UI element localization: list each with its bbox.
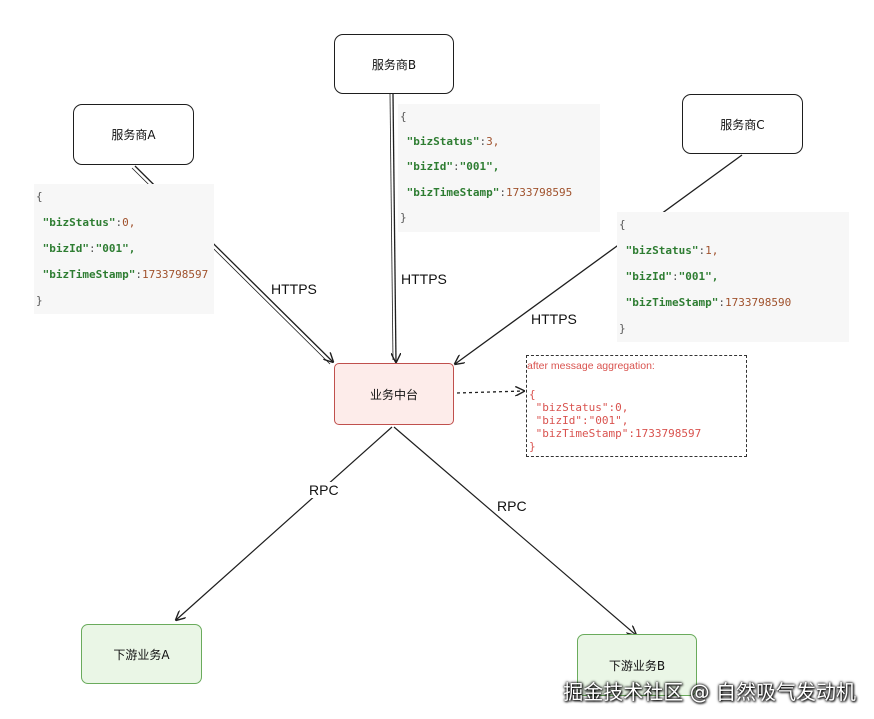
provider-b-label: 服务商B (371, 57, 417, 72)
edge-c-to-hub (455, 154, 743, 364)
downstream-b-label: 下游业务B (608, 658, 666, 673)
payload-b-ts-key: "bizTimeStamp" (406, 186, 500, 199)
provider-c-label: 服务商C (720, 117, 765, 132)
edge-label-https-c: HTTPS (530, 311, 578, 327)
hub-label: 业务中台 (369, 387, 418, 402)
payload-b-id-value: "001", (459, 160, 500, 173)
payload-a-block: { "bizStatus":0, "bizId":"001", "bizTime… (34, 184, 214, 314)
payload-c-ts-key: "bizTimeStamp" (625, 296, 719, 309)
payload-b-block: { "bizStatus":3, "bizId":"001", "bizTime… (398, 104, 600, 232)
payload-b-ts-value: 1733798595 (505, 186, 573, 199)
provider-a-node: 服务商A (73, 104, 194, 165)
payload-a-status-key: "bizStatus" (42, 216, 116, 229)
payload-b-status-value: 3, (486, 135, 500, 148)
edge-label-https-b: HTTPS (400, 271, 448, 287)
aggregation-line-status: "bizStatus":0, (529, 401, 629, 414)
edge-hub-to-downstream-a (176, 426, 393, 620)
edge-label-rpc-a: RPC (308, 482, 340, 498)
payload-b-id-key: "bizId" (406, 160, 453, 173)
watermark: 掘金技术社区 @ 自然吸气发动机 (563, 680, 856, 704)
payload-b-status-key: "bizStatus" (406, 135, 480, 148)
downstream-a-label: 下游业务A (113, 647, 170, 662)
payload-a-id-value: "001", (95, 242, 136, 255)
payload-a-status-value: 0, (122, 216, 136, 229)
payload-a-ts-value: 1733798597 (141, 268, 209, 281)
provider-c-node: 服务商C (682, 94, 803, 154)
downstream-a-node: 下游业务A (81, 624, 202, 684)
provider-b-node: 服务商B (334, 34, 454, 94)
edge-label-https-a: HTTPS (270, 281, 318, 297)
edge-hub-to-aggregation (456, 391, 524, 393)
aggregation-line-id: "bizId":"001", (529, 414, 629, 427)
aggregation-title: after message aggregation: (527, 360, 655, 372)
payload-a-id-key: "bizId" (42, 242, 89, 255)
aggregation-open: { (529, 388, 536, 401)
downstream-b-node: 下游业务B (577, 634, 697, 696)
payload-c-id-key: "bizId" (625, 270, 672, 283)
payload-c-status-value: 1, (705, 244, 719, 257)
edge-label-rpc-b: RPC (496, 498, 528, 514)
payload-c-id-value: "001", (678, 270, 719, 283)
aggregation-box: after message aggregation: { "bizStatus"… (526, 355, 747, 457)
payload-c-block: { "bizStatus":1, "bizId":"001", "bizTime… (617, 212, 849, 342)
edge-b-to-hub (393, 93, 396, 362)
aggregation-close: } (529, 440, 536, 453)
payload-c-ts-value: 1733798590 (724, 296, 792, 309)
hub-node: 业务中台 (334, 363, 454, 425)
provider-a-label: 服务商A (111, 128, 156, 142)
payload-a-ts-key: "bizTimeStamp" (42, 268, 136, 281)
aggregation-line-timestamp: "bizTimeStamp":1733798597 (529, 427, 702, 440)
edge-hub-to-downstream-b (393, 426, 636, 635)
payload-c-status-key: "bizStatus" (625, 244, 699, 257)
